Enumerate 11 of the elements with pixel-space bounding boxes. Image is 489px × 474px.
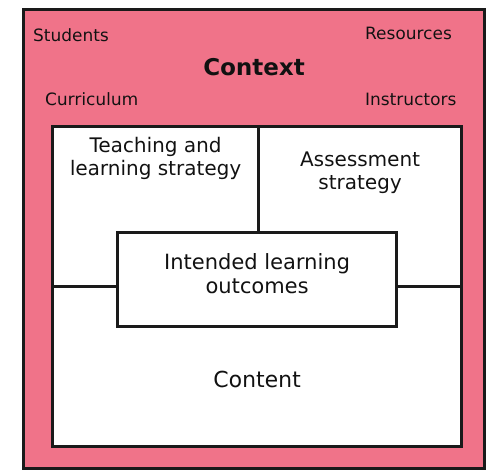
outcomes-box [116,231,398,328]
box-label: Intended learning outcomes [163,250,351,298]
cell-label: Content [212,368,302,394]
cell-label: Teaching and learning strategy [68,134,242,180]
cell-label: Assessment strategy [299,148,421,194]
context-heading: Context [202,55,306,82]
context-factor: Curriculum [45,91,138,111]
context-factor: Students [33,27,109,47]
context-panel [22,8,486,470]
context-factor: Resources [365,25,452,45]
context-factor: Instructors [365,91,456,111]
